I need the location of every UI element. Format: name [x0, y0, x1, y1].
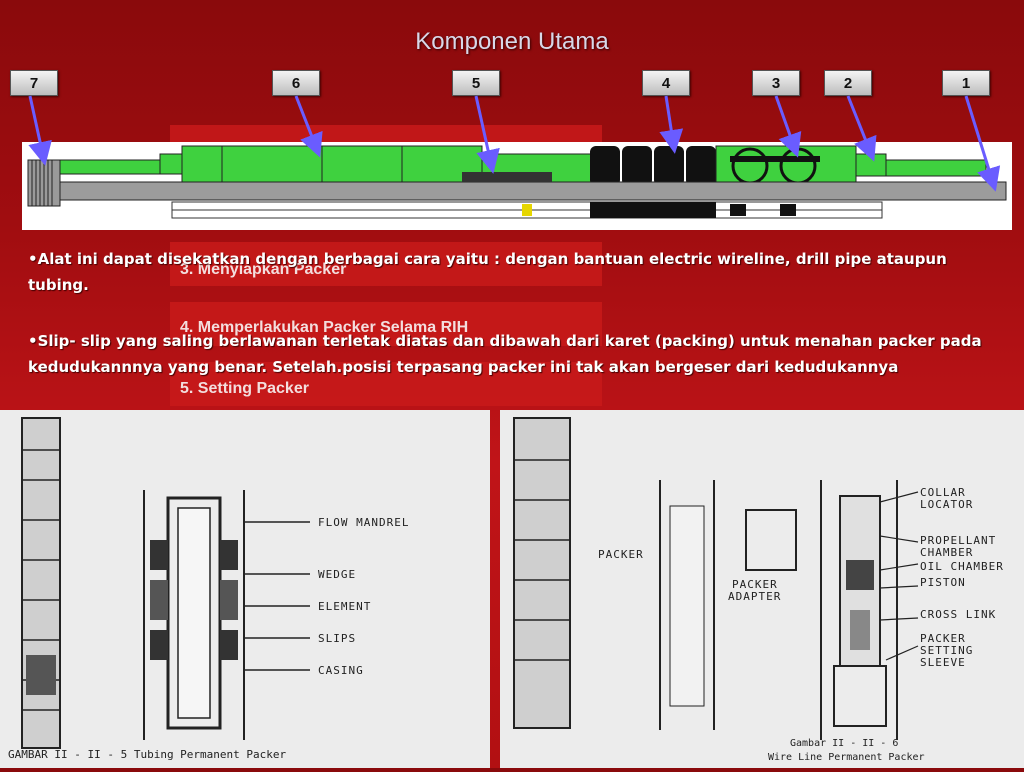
label-flow-mandrel: FLOW MANDREL: [318, 516, 409, 529]
label-propellant: PROPELLANT: [920, 534, 996, 547]
label-packer-adapter-1: PACKER: [732, 578, 778, 591]
callout-3: 3: [752, 70, 800, 96]
label-packer-setting-3: SLEEVE: [920, 656, 966, 669]
label-cross-link: CROSS LINK: [920, 608, 996, 621]
label-collar: COLLAR: [920, 486, 966, 499]
menu-item-4: 4. Memperlakukan Packer Selama RIH: [180, 319, 469, 336]
figure-panel-left: FLOW MANDREL WEDGE ELEMENT SLIPS CASING …: [0, 410, 490, 768]
callout-4: 4: [642, 70, 690, 96]
label-oil-chamber: OIL CHAMBER: [920, 560, 1004, 573]
caption-left: GAMBAR II - II - 5 Tubing Permanent Pack…: [8, 748, 287, 761]
figure-panel-right: PACKER PACKER ADAPTER COLLAR LOCATOR PRO…: [500, 410, 1024, 768]
label-wedge: WEDGE: [318, 568, 356, 581]
menu-item-3: 3. Menyiapkan Packer: [180, 261, 347, 278]
wire-line-permanent-packer-figure: PACKER PACKER ADAPTER COLLAR LOCATOR PRO…: [513, 417, 1004, 763]
paragraph-1: •Alat ini dapat disekatkan dengan berbag…: [28, 250, 947, 294]
paragraph-2: •Slip- slip yang saling berlawanan terle…: [28, 332, 982, 376]
menu-block-4: [170, 302, 602, 346]
tubing-permanent-packer-figure: FLOW MANDREL WEDGE ELEMENT SLIPS CASING …: [8, 417, 409, 761]
callout-1: 1: [942, 70, 990, 96]
caption-right-1: Gambar II - II - 6: [790, 738, 898, 749]
slide-title: Komponen Utama: [415, 28, 609, 55]
label-piston: PISTON: [920, 576, 966, 589]
callout-7: 7: [10, 70, 58, 96]
callout-5: 5: [452, 70, 500, 96]
callout-arrows: [28, 95, 1001, 192]
caption-right-2: Wire Line Permanent Packer: [768, 752, 925, 763]
packer-tool-diagram: [22, 142, 1012, 230]
label-packer-setting-2: SETTING: [920, 644, 973, 657]
label-packer-adapter-2: ADAPTER: [728, 590, 781, 603]
label-casing: CASING: [318, 664, 364, 677]
menu-block-5: [170, 362, 602, 406]
label-packer-left: PACKER: [598, 548, 644, 561]
label-packer-setting-1: PACKER: [920, 632, 966, 645]
label-locator: LOCATOR: [920, 498, 973, 511]
callout-2: 2: [824, 70, 872, 96]
callout-6: 6: [272, 70, 320, 96]
label-chamber: CHAMBER: [920, 546, 973, 559]
label-slips: SLIPS: [318, 632, 356, 645]
menu-item-5: 5. Setting Packer: [180, 380, 309, 397]
menu-block-3: [170, 242, 602, 286]
menu-block-top: [170, 125, 602, 145]
label-element: ELEMENT: [318, 600, 371, 613]
